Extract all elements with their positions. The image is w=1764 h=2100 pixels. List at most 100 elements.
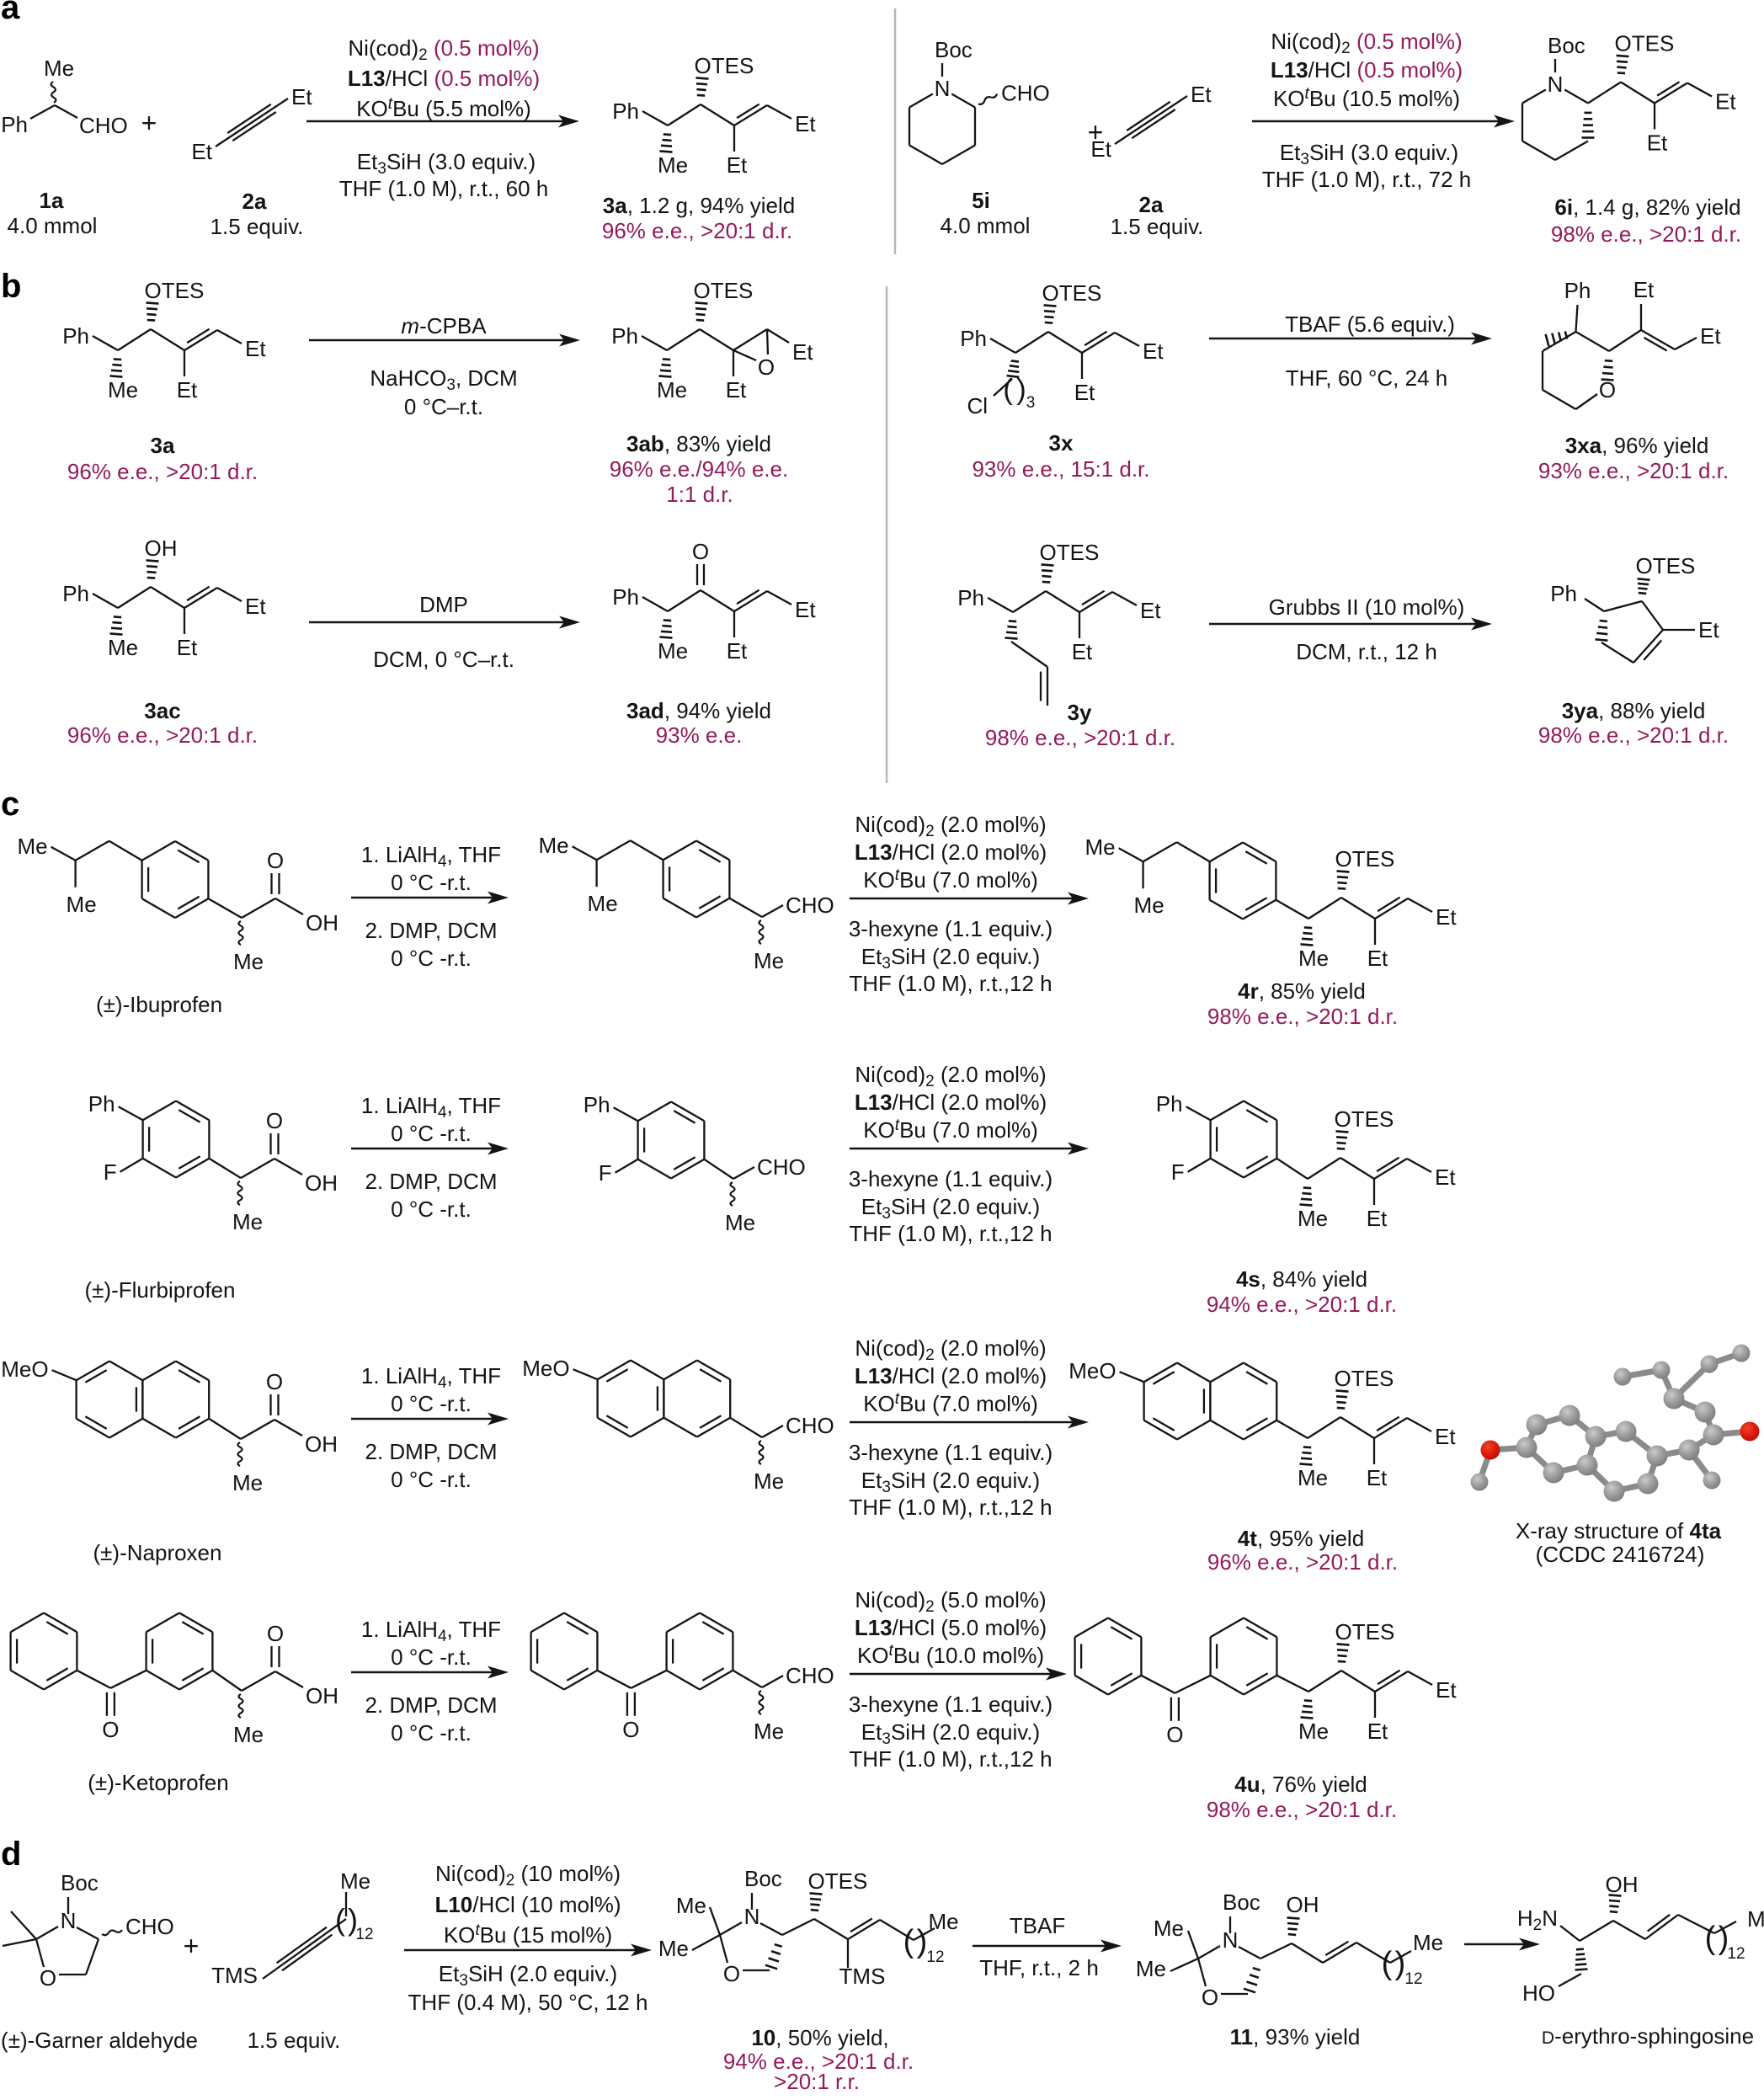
svg-text:Ph: Ph bbox=[960, 326, 987, 351]
svg-text:3ad, 94% yield: 3ad, 94% yield bbox=[626, 698, 771, 723]
svg-text:Et: Et bbox=[1715, 89, 1736, 115]
svg-text:3: 3 bbox=[1026, 394, 1036, 412]
svg-text:Et3SiH (3.0 equiv.): Et3SiH (3.0 equiv.) bbox=[1280, 140, 1458, 168]
svg-text:N: N bbox=[61, 1908, 77, 1933]
svg-text:0 °C -r.t.: 0 °C -r.t. bbox=[391, 870, 472, 895]
svg-text:OTES: OTES bbox=[1615, 31, 1675, 56]
svg-text:2. DMP, DCM: 2. DMP, DCM bbox=[365, 918, 498, 943]
svg-text:(: ( bbox=[903, 1924, 914, 1959]
svg-text:94% e.e., >20:1 d.r.: 94% e.e., >20:1 d.r. bbox=[723, 2049, 914, 2074]
svg-text:OTES: OTES bbox=[1335, 1106, 1394, 1132]
svg-text:1. LiAlH4, THF: 1. LiAlH4, THF bbox=[361, 1617, 501, 1645]
svg-text:Ni(cod)2 (5.0 mol%): Ni(cod)2 (5.0 mol%) bbox=[855, 1587, 1046, 1616]
svg-text:D-erythro-sphingosine: D-erythro-sphingosine bbox=[1542, 2023, 1754, 2049]
svg-text:KOtBu (15 mol%): KOtBu (15 mol%) bbox=[444, 1921, 612, 1948]
svg-text:Boc: Boc bbox=[1223, 1889, 1260, 1915]
svg-text:CHO: CHO bbox=[79, 113, 128, 138]
svg-text:L13/HCl (0.5 mol%): L13/HCl (0.5 mol%) bbox=[348, 66, 540, 91]
svg-text:Me: Me bbox=[676, 1893, 706, 1918]
svg-text:Boc: Boc bbox=[744, 1866, 782, 1891]
svg-text:OTES: OTES bbox=[808, 1868, 868, 1894]
svg-text:OTES: OTES bbox=[1040, 540, 1100, 565]
svg-text:(±)-Naproxen: (±)-Naproxen bbox=[93, 1540, 222, 1565]
svg-text:F: F bbox=[104, 1159, 117, 1185]
svg-text:0 °C -r.t.: 0 °C -r.t. bbox=[391, 946, 472, 971]
svg-text:Me: Me bbox=[232, 1470, 263, 1495]
svg-text:F: F bbox=[599, 1160, 612, 1186]
svg-text:>20:1 r.r.: >20:1 r.r. bbox=[774, 2069, 860, 2094]
svg-text:TMS: TMS bbox=[839, 1964, 886, 1989]
svg-text:Et3SiH (3.0 equiv.): Et3SiH (3.0 equiv.) bbox=[357, 149, 536, 178]
svg-text:Me: Me bbox=[1136, 1956, 1166, 1981]
svg-text:0 °C -r.t.: 0 °C -r.t. bbox=[391, 1391, 472, 1416]
svg-text:DMP: DMP bbox=[419, 592, 468, 617]
svg-text:Et: Et bbox=[1435, 1165, 1456, 1190]
svg-text:F: F bbox=[1171, 1159, 1185, 1185]
svg-text:Me: Me bbox=[658, 638, 688, 664]
svg-text:Ni(cod)2 (10 mol%): Ni(cod)2 (10 mol%) bbox=[435, 1861, 621, 1889]
svg-text:Me: Me bbox=[725, 1210, 755, 1235]
svg-text:Ph: Ph bbox=[62, 581, 89, 606]
svg-text:KOtBu (7.0 mol%): KOtBu (7.0 mol%) bbox=[863, 1117, 1038, 1143]
svg-text:12: 12 bbox=[1404, 1970, 1422, 1988]
svg-text:5i: 5i bbox=[972, 188, 990, 213]
svg-text:0 °C -r.t.: 0 °C -r.t. bbox=[391, 1121, 472, 1146]
svg-text:3xa, 96% yield: 3xa, 96% yield bbox=[1565, 433, 1709, 458]
svg-text:OTES: OTES bbox=[1335, 1366, 1394, 1391]
svg-text:KOtBu (5.5 mol%): KOtBu (5.5 mol%) bbox=[356, 95, 531, 121]
svg-text:3ab, 83% yield: 3ab, 83% yield bbox=[626, 431, 771, 456]
svg-text:93% e.e., >20:1 d.r.: 93% e.e., >20:1 d.r. bbox=[1538, 458, 1729, 483]
svg-text:OH: OH bbox=[145, 536, 178, 561]
svg-text:TBAF: TBAF bbox=[1010, 1913, 1065, 1938]
svg-text:3-hexyne (1.1 equiv.): 3-hexyne (1.1 equiv.) bbox=[849, 1692, 1053, 1717]
svg-text:Grubbs II (10 mol%): Grubbs II (10 mol%) bbox=[1269, 594, 1465, 620]
svg-text:93% e.e.: 93% e.e. bbox=[656, 722, 743, 748]
svg-text:4s, 84% yield: 4s, 84% yield bbox=[1236, 1266, 1367, 1292]
svg-text:Et: Et bbox=[1367, 1206, 1388, 1231]
svg-text:12: 12 bbox=[355, 1926, 373, 1943]
svg-text:3ya, 88% yield: 3ya, 88% yield bbox=[1562, 698, 1706, 723]
svg-text:THF (1.0 M), r.t.,12 h: THF (1.0 M), r.t.,12 h bbox=[849, 1746, 1052, 1772]
svg-text:Me: Me bbox=[233, 949, 264, 974]
svg-text:THF, r.t., 2 h: THF, r.t., 2 h bbox=[979, 1955, 1099, 1980]
svg-text:0 °C -r.t.: 0 °C -r.t. bbox=[391, 1720, 472, 1746]
svg-text:Ph: Ph bbox=[1, 112, 28, 137]
svg-text:Et3SiH (2.0 equiv.): Et3SiH (2.0 equiv.) bbox=[861, 1719, 1040, 1748]
svg-text:Et: Et bbox=[727, 152, 748, 178]
svg-text:Ni(cod)2 (2.0 mol%): Ni(cod)2 (2.0 mol%) bbox=[855, 1062, 1046, 1090]
svg-text:+: + bbox=[1088, 117, 1104, 147]
svg-text:(±)-Ibuprofen: (±)-Ibuprofen bbox=[96, 992, 222, 1017]
svg-text:Et: Et bbox=[1633, 277, 1655, 302]
svg-text:(±)-Garner aldehyde: (±)-Garner aldehyde bbox=[1, 2028, 198, 2053]
svg-text:O: O bbox=[266, 1369, 283, 1394]
svg-text:Et: Et bbox=[1698, 617, 1719, 642]
svg-text:Cl: Cl bbox=[967, 393, 988, 418]
svg-text:Boc: Boc bbox=[61, 1870, 99, 1895]
svg-text:Et: Et bbox=[1700, 323, 1721, 349]
svg-text:1. LiAlH4, THF: 1. LiAlH4, THF bbox=[361, 842, 501, 871]
svg-text:Ni(cod)2 (0.5 mol%): Ni(cod)2 (0.5 mol%) bbox=[1271, 29, 1462, 57]
svg-text:Et: Et bbox=[1072, 639, 1093, 664]
svg-text:1. LiAlH4, THF: 1. LiAlH4, THF bbox=[361, 1363, 501, 1392]
svg-text:98% e.e., >20:1 d.r.: 98% e.e., >20:1 d.r. bbox=[1207, 1004, 1398, 1029]
svg-text:): ) bbox=[1719, 1921, 1729, 1956]
svg-text:OH: OH bbox=[1287, 1892, 1319, 1917]
svg-text:Et: Et bbox=[1367, 1465, 1388, 1490]
svg-text:Et: Et bbox=[795, 111, 816, 136]
svg-text:L13/HCl (2.0 mol%): L13/HCl (2.0 mol%) bbox=[855, 1363, 1047, 1388]
svg-text:DCM, 0 °C–r.t.: DCM, 0 °C–r.t. bbox=[373, 647, 514, 672]
svg-text:): ) bbox=[1395, 1946, 1406, 1981]
svg-text:OTES: OTES bbox=[695, 53, 754, 78]
svg-text:+: + bbox=[141, 108, 157, 138]
svg-text:Me: Me bbox=[1298, 946, 1329, 971]
svg-text:OH: OH bbox=[305, 1170, 338, 1196]
svg-text:Me: Me bbox=[108, 377, 138, 402]
svg-text:(: ( bbox=[1003, 374, 1013, 406]
svg-text:CHO: CHO bbox=[786, 1413, 834, 1438]
svg-text:6i, 1.4 g, 82% yield: 6i, 1.4 g, 82% yield bbox=[1554, 195, 1740, 220]
svg-text:L13/HCl (2.0 mol%): L13/HCl (2.0 mol%) bbox=[855, 1090, 1047, 1115]
svg-text:OTES: OTES bbox=[145, 278, 205, 303]
svg-text:THF (1.0 M), r.t., 60 h: THF (1.0 M), r.t., 60 h bbox=[339, 176, 549, 201]
svg-text:O: O bbox=[758, 354, 775, 380]
svg-text:Me: Me bbox=[67, 892, 97, 917]
